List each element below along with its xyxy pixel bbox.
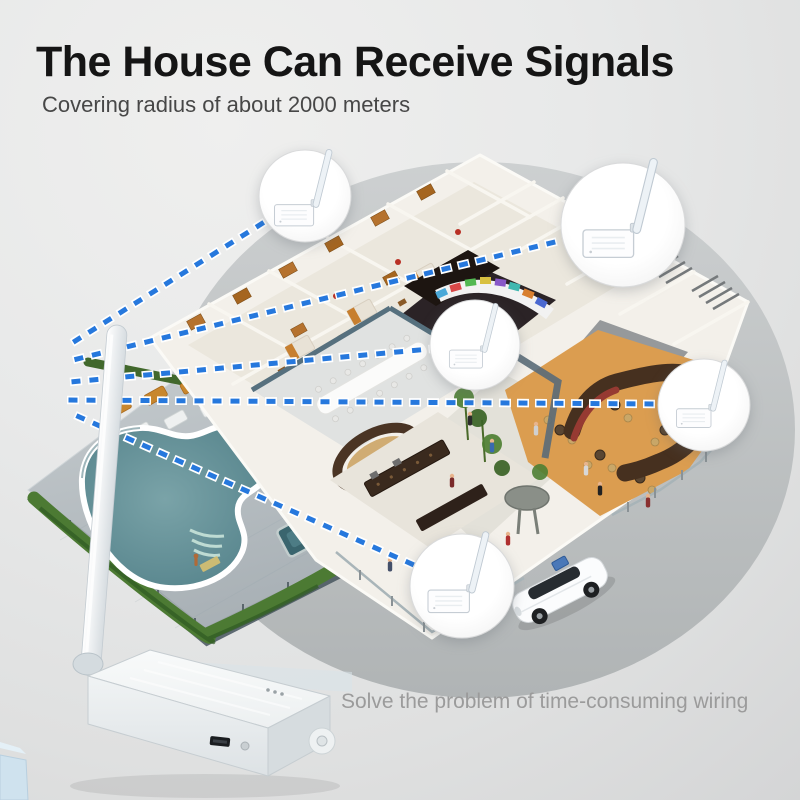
swimmer <box>193 553 199 566</box>
receiver-circle-4 <box>657 358 751 452</box>
receiver-circle-5 <box>409 530 515 639</box>
screens <box>435 277 548 309</box>
mounting-lug <box>308 727 336 755</box>
signal-line-3 <box>69 344 431 387</box>
cart <box>551 555 569 571</box>
page-subtitle: Covering radius of about 2000 meters <box>42 92 411 117</box>
signal-line-5 <box>73 411 416 569</box>
status-leds <box>266 688 284 696</box>
car <box>512 557 616 631</box>
driveway <box>387 411 651 631</box>
receiver-circle-2 <box>560 156 686 288</box>
receiver-circle-3 <box>429 299 521 391</box>
vent-lines <box>129 661 303 716</box>
reset-button <box>240 741 250 751</box>
pool-sign <box>199 556 221 572</box>
receivers <box>258 148 751 639</box>
satellite-dish <box>504 485 550 535</box>
corner-cube <box>0 742 29 800</box>
usb-port <box>209 736 231 747</box>
footer-caption: Solve the problem of time-consuming wiri… <box>341 690 749 713</box>
receiver-circle-1 <box>258 148 352 243</box>
screen-wall <box>435 279 554 320</box>
signal-line-2 <box>71 235 565 365</box>
antenna-collar <box>72 652 104 676</box>
signal-line-1 <box>69 217 269 347</box>
restaurant-partition <box>508 349 562 459</box>
transmitter-box <box>87 649 331 777</box>
transmitter <box>70 324 340 798</box>
cafe-counter <box>364 439 451 497</box>
signal-lines <box>66 217 659 569</box>
page-title: The House Can Receive Signals <box>36 38 674 86</box>
transmitter-antenna <box>80 324 128 677</box>
right-wing-walls <box>458 180 750 346</box>
signal-line-4 <box>66 395 659 409</box>
